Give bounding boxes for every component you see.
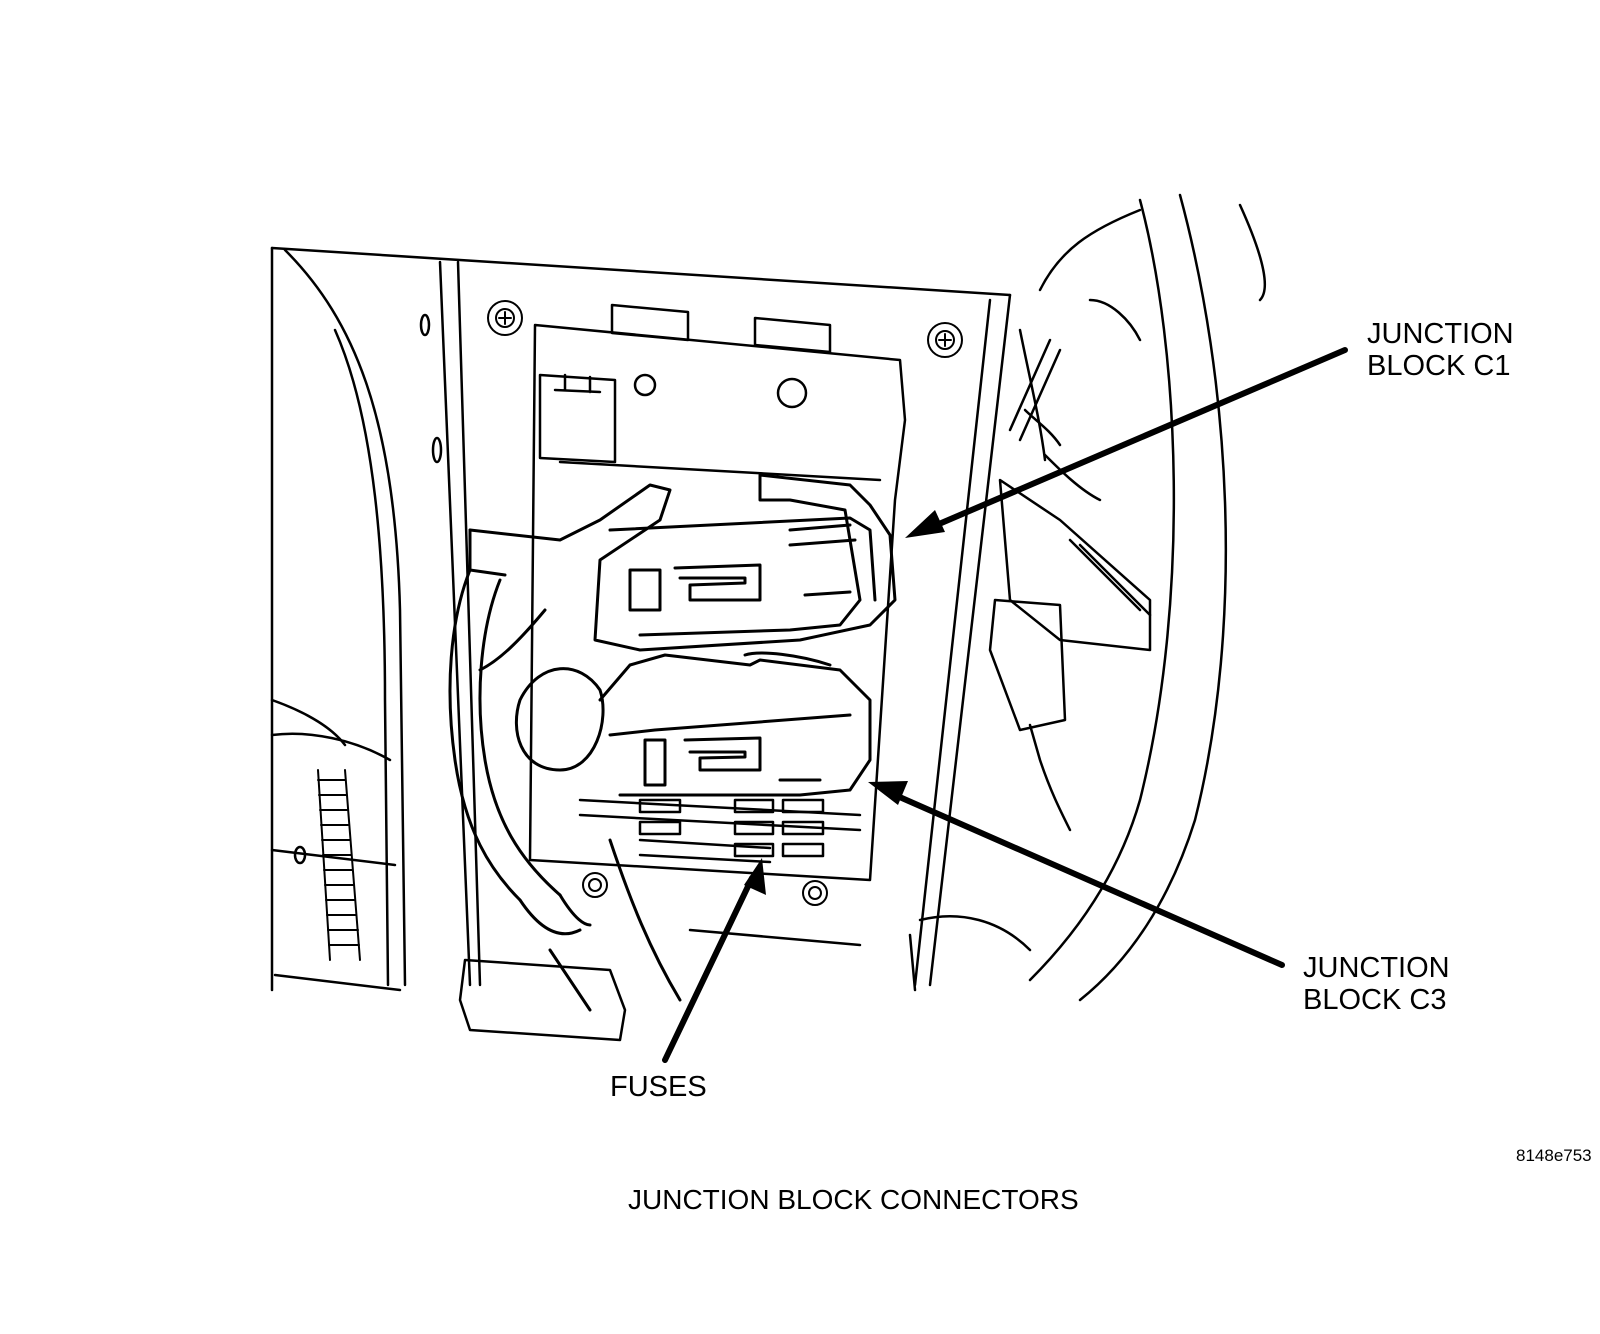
- lower-trim: [458, 915, 1032, 1042]
- label-junction-block-c1-line-1: JUNCTION: [1367, 318, 1514, 350]
- label-fuses: FUSES: [610, 1071, 707, 1103]
- figure-caption: JUNCTION BLOCK CONNECTORS: [628, 1184, 1079, 1215]
- label-junction-block-c3-line-2: BLOCK C3: [1303, 983, 1447, 1016]
- figure-id: 8148e753: [1516, 1146, 1592, 1165]
- arrow-c3: [868, 781, 1285, 968]
- label-junction-block-c1: JUNCTION BLOCK C1: [1367, 318, 1514, 383]
- right-pillar: [913, 193, 1266, 1002]
- label-junction-block-c3-line-1: JUNCTION: [1303, 952, 1450, 984]
- conduit-tube: [317, 769, 361, 961]
- connector-c1: [468, 473, 897, 652]
- label-junction-block-c1-line-2: BLOCK C1: [1367, 349, 1511, 382]
- screws: [487, 300, 963, 906]
- wire-harness: [448, 568, 682, 1012]
- label-junction-block-c3: JUNCTION BLOCK C3: [1303, 952, 1450, 1017]
- arrow-c1: [905, 347, 1348, 538]
- junction-block: [528, 303, 907, 882]
- connector-c3: [598, 651, 872, 797]
- arrow-fuses: [662, 858, 766, 1063]
